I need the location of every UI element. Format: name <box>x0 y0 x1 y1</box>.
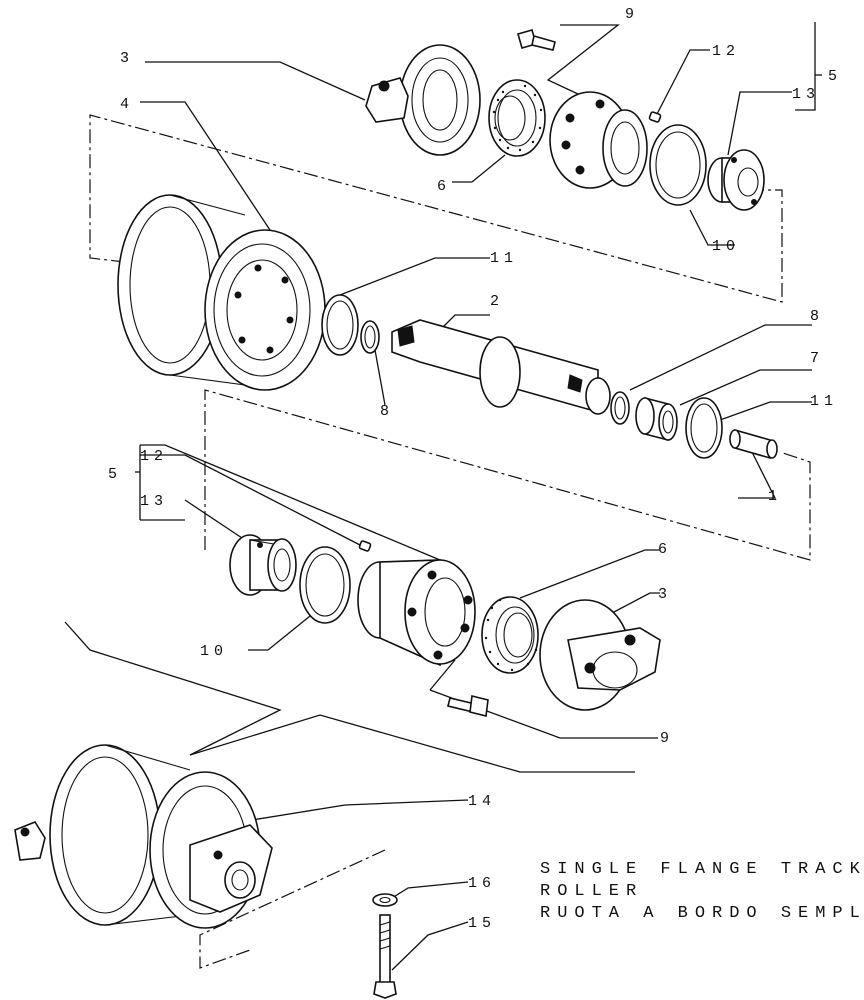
part-3-bracket-top <box>365 44 481 156</box>
axis-lines <box>89 114 811 969</box>
callout-10-bottom: 10 <box>200 643 228 660</box>
part-5-collar-bottom <box>357 559 476 667</box>
part-9-bolt-top <box>517 29 556 51</box>
callout-5-top: 5 <box>828 68 842 85</box>
callout-1: 1 <box>768 488 782 505</box>
caption-line-1: SINGLE FLANGE TRACK <box>540 860 864 879</box>
part-9-bolt-bottom <box>447 695 489 717</box>
part-16-washer <box>372 893 398 907</box>
part-10-gasket-bottom <box>299 546 351 624</box>
part-4-roller-wheel <box>117 194 326 391</box>
part-10-gasket-top <box>649 124 707 206</box>
diagram-caption: SINGLE FLANGE TRACK ROLLER RUOTA A BORDO… <box>540 860 864 923</box>
callout-12-bottom: 12 <box>140 448 168 465</box>
part-6-seal-bottom <box>481 596 539 674</box>
part-7-bushing <box>635 396 678 442</box>
part-11-ring-left <box>321 294 359 356</box>
callout-2: 2 <box>490 293 504 310</box>
callout-labels: 9 3 12 5 13 4 6 10 11 2 8 7 11 8 12 5 1 … <box>108 6 842 932</box>
callout-14: 14 <box>468 793 496 810</box>
part-8-oring-left <box>360 320 380 354</box>
callout-9-bottom: 9 <box>660 730 674 747</box>
callout-16: 16 <box>468 875 496 892</box>
callout-12-top: 12 <box>712 43 740 60</box>
part-13-cap-top <box>707 149 765 211</box>
callout-9-top: 9 <box>625 6 639 23</box>
part-6-seal-top <box>488 79 546 157</box>
callout-3-top: 3 <box>120 50 134 67</box>
callout-10-top: 10 <box>712 238 740 255</box>
callout-4: 4 <box>120 96 134 113</box>
callout-5-bottom: 5 <box>108 466 122 483</box>
callout-13-top: 13 <box>792 86 820 103</box>
part-13-cap-bottom <box>229 534 297 596</box>
callout-11-right: 11 <box>810 393 838 410</box>
part-3-bracket-bottom <box>539 599 661 711</box>
part-8-oring-right <box>610 391 630 425</box>
callout-11-left: 11 <box>490 250 518 267</box>
caption-line-2: ROLLER <box>540 882 643 901</box>
callout-8-right: 8 <box>810 308 824 325</box>
callout-8-left: 8 <box>380 403 394 420</box>
part-2-shaft <box>391 319 611 415</box>
part-1-pin <box>729 428 778 460</box>
callout-6-top: 6 <box>437 178 451 195</box>
part-12-pin-top <box>648 111 662 123</box>
callout-6-bottom: 6 <box>658 541 672 558</box>
callout-7: 7 <box>810 350 824 367</box>
part-5-collar-top <box>549 91 648 189</box>
callout-13-bottom: 13 <box>140 493 168 510</box>
part-11-ring-right <box>685 397 723 459</box>
part-12-pin-bottom <box>358 540 372 552</box>
caption-line-3: RUOTA A BORDO SEMPLICE <box>540 904 864 923</box>
part-15-bolt <box>373 914 397 999</box>
callout-3-bottom: 3 <box>658 586 672 603</box>
part-14-assembled-roller <box>14 744 273 929</box>
callout-15: 15 <box>468 915 496 932</box>
